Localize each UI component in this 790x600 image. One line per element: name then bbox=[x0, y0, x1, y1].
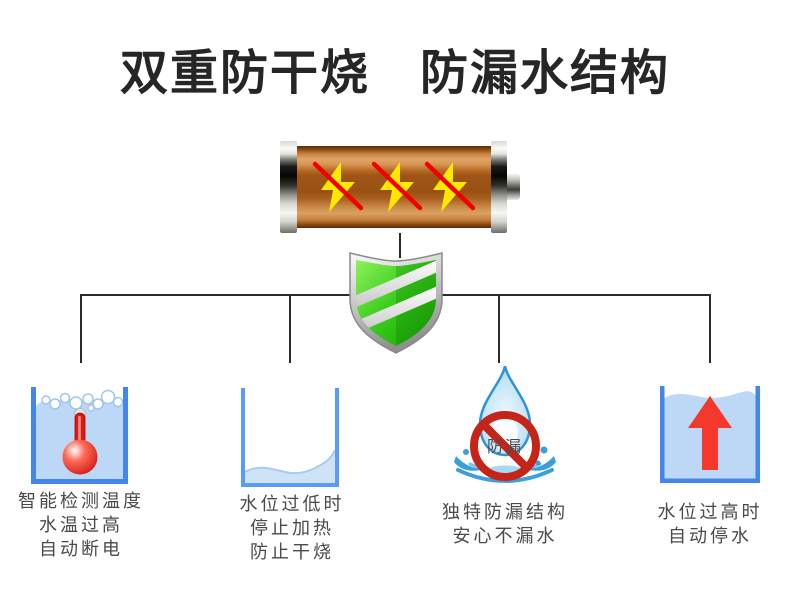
red-slash-icon bbox=[424, 161, 476, 211]
connector-drop-2 bbox=[289, 294, 291, 363]
anti-leak-badge: 防漏 bbox=[487, 438, 523, 456]
label-line: 安心不漏水 bbox=[452, 526, 558, 546]
heater-left-cap bbox=[280, 141, 297, 233]
prohibition-circle-icon bbox=[470, 411, 540, 481]
heating-element-icon bbox=[280, 141, 520, 233]
tank-wall-left bbox=[31, 387, 36, 484]
water-surface bbox=[244, 449, 336, 475]
bubbles bbox=[41, 389, 124, 412]
label-line: 水温过高 bbox=[39, 515, 123, 535]
heater-right-cap bbox=[491, 141, 507, 233]
connector-stem bbox=[399, 233, 401, 258]
no-leak-drop-icon: 防漏 bbox=[454, 366, 556, 483]
red-slash-icon bbox=[312, 161, 364, 211]
label-line: 停止加热 bbox=[250, 518, 334, 538]
label-line: 水位过低时 bbox=[239, 494, 345, 514]
tank-bottom bbox=[31, 479, 128, 484]
tank-wall-right bbox=[335, 388, 339, 487]
label-line: 智能检测温度 bbox=[18, 491, 144, 511]
shield-stripe bbox=[356, 260, 436, 309]
prohibition-slash-icon bbox=[480, 421, 530, 471]
water bbox=[245, 450, 335, 483]
connector-drop-3 bbox=[498, 294, 500, 363]
page-title: 双重防干烧 防漏水结构 bbox=[119, 47, 670, 100]
tank-bottom bbox=[660, 478, 760, 483]
connector-drop-1 bbox=[80, 294, 82, 363]
low-water-tank-icon bbox=[241, 388, 339, 487]
feature-label-temp-detect: 智能检测温度 水温过高 自动断电 bbox=[0, 489, 162, 561]
label-line: 自动断电 bbox=[39, 539, 123, 559]
tank-wall-right bbox=[123, 387, 128, 484]
thermometer-bulb bbox=[62, 439, 98, 475]
label-line: 独特防漏结构 bbox=[442, 502, 568, 522]
tank-bottom bbox=[241, 483, 339, 487]
up-arrow-icon bbox=[688, 396, 732, 470]
feature-label-high-water: 水位过高时 自动停水 bbox=[630, 500, 790, 548]
thermometer-tank-icon bbox=[31, 387, 128, 484]
tank-wall-left bbox=[241, 388, 245, 487]
red-slash-icon bbox=[371, 161, 423, 211]
feature-label-anti-leak: 独特防漏结构 安心不漏水 bbox=[415, 500, 595, 548]
label-line: 防止干烧 bbox=[250, 542, 334, 562]
heater-terminal bbox=[507, 174, 520, 200]
no-power-bolts-icon bbox=[312, 161, 476, 212]
high-water-tank-icon bbox=[660, 386, 760, 483]
feature-label-low-water: 水位过低时 停止加热 防止干烧 bbox=[212, 492, 372, 564]
tank-wall-left bbox=[660, 386, 665, 483]
shield-stripe bbox=[356, 285, 436, 335]
label-line: 自动停水 bbox=[668, 526, 752, 546]
tank-wall-right bbox=[755, 386, 760, 483]
label-line: 水位过高时 bbox=[657, 502, 763, 522]
protection-shield-icon bbox=[349, 252, 443, 354]
connector-drop-4 bbox=[709, 294, 711, 363]
